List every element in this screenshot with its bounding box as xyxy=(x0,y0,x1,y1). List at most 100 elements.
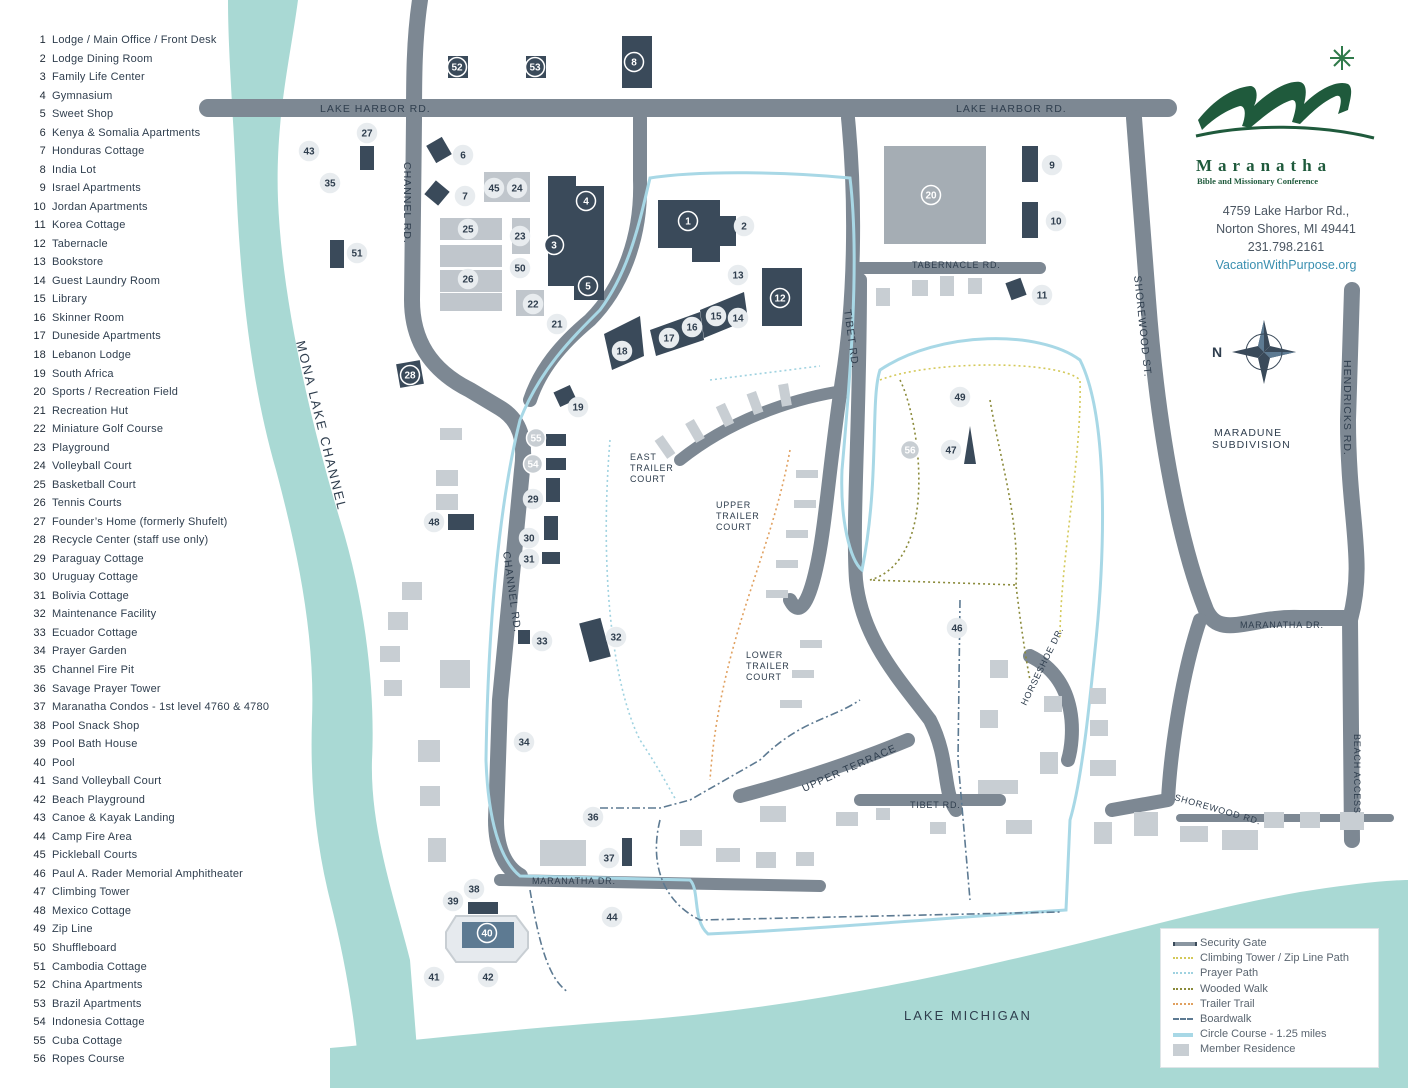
website-link[interactable]: VacationWithPurpose.org xyxy=(1215,258,1357,272)
member-residence xyxy=(440,428,462,440)
legend-label: Library xyxy=(52,293,88,306)
legend-label: Sports / Recreation Field xyxy=(52,386,179,399)
marker-33-label: 33 xyxy=(536,637,548,648)
marker-50-circle xyxy=(509,257,531,279)
marker-14-circle xyxy=(727,307,749,329)
key-label: Boardwalk xyxy=(1200,1013,1252,1025)
legend-label: Sweet Shop xyxy=(52,108,114,121)
trailer-site xyxy=(796,470,818,478)
legend-number: 31 xyxy=(33,589,46,602)
marker-16-circle xyxy=(681,316,703,338)
marker-47-label: 47 xyxy=(945,446,957,457)
legend-number: 17 xyxy=(33,330,46,343)
tibet-road-south xyxy=(847,273,963,817)
label-beach-access: BEACH ACCESS xyxy=(1352,734,1362,814)
legend-number: 8 xyxy=(39,163,46,176)
member-residence xyxy=(796,852,814,866)
maintenance-facility xyxy=(579,617,611,663)
legend-label: Pickleball Courts xyxy=(52,849,138,862)
korea-cottage xyxy=(1005,277,1027,301)
marker-36-label: 36 xyxy=(587,813,599,824)
marker-53-circle xyxy=(524,56,546,78)
legend-label: Cambodia Cottage xyxy=(52,960,147,973)
legend-number: 11 xyxy=(34,219,46,232)
pool-bath-house xyxy=(468,902,498,914)
marker-5-circle xyxy=(577,275,599,297)
legend-label: Gymnasium xyxy=(52,89,113,102)
logo-star-icon xyxy=(1330,46,1354,70)
marker-10-label: 10 xyxy=(1050,217,1062,228)
founders-home xyxy=(360,146,374,170)
marker-34-label: 34 xyxy=(518,738,530,749)
legend-number: 27 xyxy=(33,515,46,528)
cottage-55 xyxy=(546,434,566,446)
marker-4-label: 4 xyxy=(583,197,589,208)
marker-8-label: 8 xyxy=(631,58,637,69)
marker-12-label: 12 xyxy=(774,294,786,305)
label-east-trailer-2: TRAILER xyxy=(630,463,674,473)
legend-number: 22 xyxy=(33,423,46,436)
marker-31-circle xyxy=(518,548,540,570)
marker-9-label: 9 xyxy=(1049,161,1055,172)
trailer-site xyxy=(800,640,822,648)
key-swatch xyxy=(1173,1033,1193,1038)
cottage-29 xyxy=(546,478,560,502)
marker-19-label: 19 xyxy=(572,403,584,414)
climbing-tower-path xyxy=(879,364,1081,641)
legend-number: 35 xyxy=(33,664,46,677)
marker-31-label: 31 xyxy=(523,555,535,566)
legend-label: Family Life Center xyxy=(52,71,145,84)
legend-label: Honduras Cottage xyxy=(52,145,145,158)
marker-16-label: 16 xyxy=(686,323,698,334)
cottage-30 xyxy=(544,516,558,540)
legend-number: 14 xyxy=(33,274,46,287)
legend-number: 6 xyxy=(39,126,46,139)
trailer-trail xyxy=(709,449,791,781)
marker-45-circle xyxy=(483,177,505,199)
legend-label: Indonesia Cottage xyxy=(52,1016,145,1029)
circle-course xyxy=(484,171,1104,936)
legend-label: Sand Volleyball Court xyxy=(52,775,162,788)
marker-45-label: 45 xyxy=(488,184,500,195)
legend-label: Lodge / Main Office / Front Desk xyxy=(52,34,217,46)
marker-42-label: 42 xyxy=(482,973,494,984)
legend-label: Tennis Courts xyxy=(52,497,122,510)
marker-1-circle xyxy=(677,210,699,232)
trailer-site xyxy=(766,590,788,598)
legend-number: 13 xyxy=(33,256,46,269)
tennis-court-c xyxy=(440,293,502,311)
marker-2-label: 2 xyxy=(741,222,747,233)
member-residence xyxy=(912,280,928,296)
legend-number: 30 xyxy=(33,571,46,584)
label-maradune-2: SUBDIVISION xyxy=(1212,439,1291,451)
legend-label: Tabernacle xyxy=(52,237,108,250)
address-line-2: Norton Shores, MI 49441 xyxy=(1216,222,1356,236)
marker-24-label: 24 xyxy=(511,184,523,195)
label-maranatha-dr-east: MARANATHA DR. xyxy=(1240,620,1324,630)
key-label: Wooded Walk xyxy=(1200,982,1268,995)
marker-46-label: 46 xyxy=(951,624,963,635)
legend-label: Paul A. Rader Memorial Amphitheater xyxy=(52,867,244,880)
label-hendricks-rd: HENDRICKS RD. xyxy=(1341,360,1353,456)
label-channel-rd-north: CHANNEL RD. xyxy=(401,162,413,244)
